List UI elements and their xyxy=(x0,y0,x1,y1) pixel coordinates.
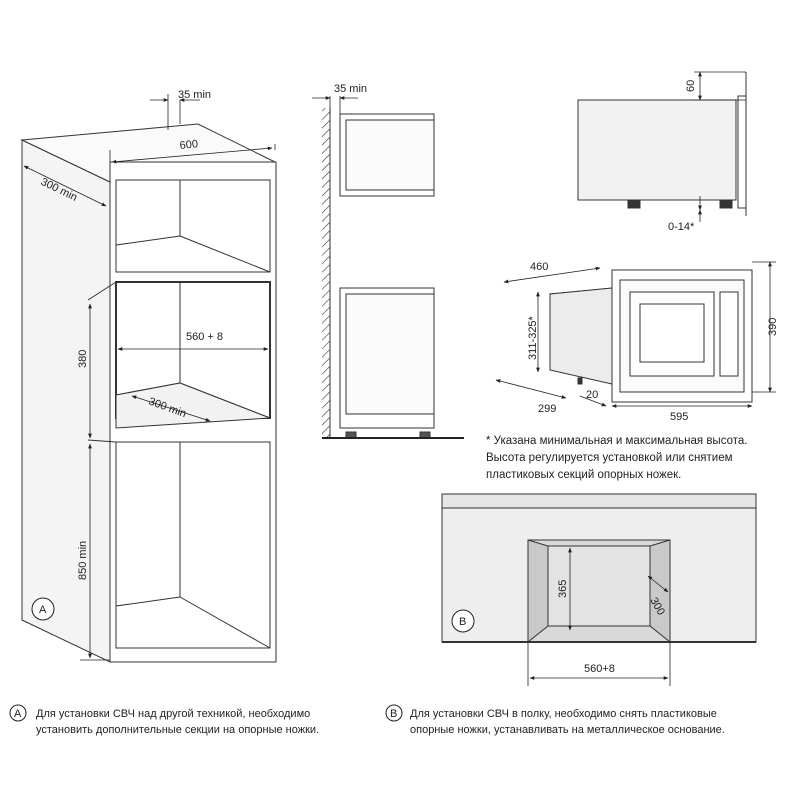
dim-iso-body-depth: 299 xyxy=(538,403,556,415)
dim-iso-depth: 460 xyxy=(530,261,548,273)
footer-b-line-1: Для установки СВЧ в полку, необходимо сн… xyxy=(410,708,717,720)
footer-a-line-1: Для установки СВЧ над другой техникой, н… xyxy=(36,708,310,720)
footer-a-marker: A xyxy=(14,708,22,720)
microwave-side-view xyxy=(577,72,747,216)
dim-mw-foot: 0-14* xyxy=(668,221,695,233)
note-line-1: * Указана минимальная и максимальная выс… xyxy=(486,435,747,447)
dim-iso-front-width: 595 xyxy=(670,411,688,423)
side-view xyxy=(322,108,464,439)
dim-b-width: 560+8 xyxy=(584,663,615,675)
footer-b-line-2: опорные ножки, устанавливать на металлич… xyxy=(410,724,725,736)
note-line-3: пластиковых секций опорных ножек. xyxy=(486,469,681,481)
microwave-iso-view xyxy=(548,269,753,403)
dim-a-gap-top: 35 min xyxy=(178,89,211,101)
dim-a-opening-width: 560 + 8 xyxy=(186,331,223,343)
wall-hatch xyxy=(322,108,330,438)
microwave-body-side xyxy=(577,99,737,201)
cabinet-diagram-a xyxy=(20,123,277,663)
dim-a-width: 600 xyxy=(179,138,199,152)
note-line-2: Высота регулируется установкой или сняти… xyxy=(486,452,733,464)
svg-text:A: A xyxy=(39,604,47,616)
cabinet-side-panel xyxy=(21,139,111,663)
footer-a-line-2: установить дополнительные секции на опор… xyxy=(36,724,319,736)
microwave-front-panel xyxy=(737,95,747,209)
dim-mw-top: 60 xyxy=(685,80,697,92)
footer-note-a: A Для установки СВЧ над другой техникой,… xyxy=(9,704,319,736)
shelf-diagram-b xyxy=(441,493,757,644)
dim-a-opening-height: 380 xyxy=(77,350,89,368)
microwave-iso-control xyxy=(719,291,739,377)
footer-b-marker: B xyxy=(390,708,397,720)
marker-b: B xyxy=(451,609,475,633)
dim-iso-front-height: 390 xyxy=(767,318,779,336)
footer-note-b: B Для установки СВЧ в полку, необходимо … xyxy=(385,704,725,736)
dim-b-height: 365 xyxy=(557,580,569,598)
marker-a: A xyxy=(31,597,55,621)
dim-a-floor-height: 850 min xyxy=(77,541,89,580)
dim-iso-panel-depth: 20 xyxy=(586,389,598,401)
dim-side-gap: 35 min xyxy=(334,83,367,95)
dims-diagram-a xyxy=(23,94,276,661)
microwave-iso-body xyxy=(549,287,613,385)
svg-text:B: B xyxy=(459,616,466,628)
dim-iso-height: 311-325* xyxy=(527,315,539,360)
